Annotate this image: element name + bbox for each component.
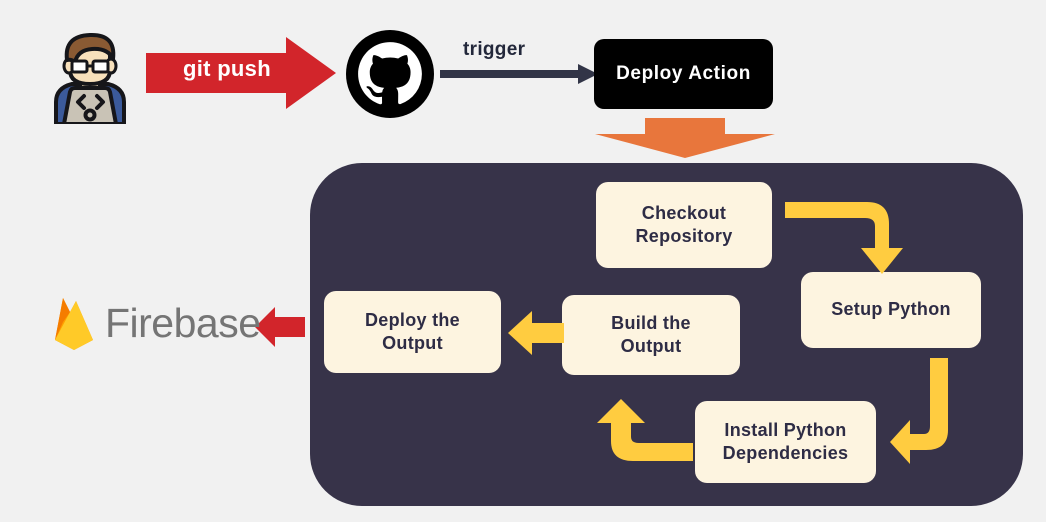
step-label-line1: Install Python — [724, 419, 847, 440]
install-to-build-arrow — [597, 393, 693, 465]
step-box-install-python-dependencies[interactable]: Install Python Dependencies — [695, 401, 876, 483]
github-octocat-icon — [346, 30, 434, 118]
step-label-line1: Build the — [611, 312, 691, 333]
firebase-flame-icon — [50, 296, 98, 352]
step-label-line2: Output — [620, 336, 682, 356]
step-box-setup-python[interactable]: Setup Python — [801, 272, 981, 348]
step-label-line1: Checkout — [641, 202, 727, 223]
deploy-action-down-arrow — [595, 118, 775, 158]
step-label-line2: Dependencies — [722, 443, 849, 463]
step-label-checkout: Checkout Repository — [635, 202, 732, 248]
step-label-line2: Output — [382, 333, 443, 353]
deploy-action-label: Deploy Action — [616, 63, 751, 84]
setup-to-install-arrow — [890, 358, 960, 466]
firebase-label: Firebase — [105, 300, 261, 346]
step-box-checkout-repository[interactable]: Checkout Repository — [596, 182, 772, 268]
build-to-deploy-arrow — [508, 311, 564, 355]
deploy-to-firebase-arrow — [255, 307, 305, 347]
step-label-setup: Setup Python — [831, 299, 951, 320]
step-label-line1: Deploy the — [364, 309, 460, 330]
checkout-to-setup-arrow — [785, 198, 905, 276]
step-label-line2: Repository — [635, 226, 733, 246]
git-push-label: git push — [183, 56, 271, 81]
deploy-action-box[interactable]: Deploy Action — [594, 39, 773, 109]
step-box-build-the-output[interactable]: Build the Output — [562, 295, 740, 375]
step-label-install: Install Python Dependencies — [723, 419, 849, 465]
trigger-label: trigger — [463, 39, 526, 60]
step-label-build: Build the Output — [611, 312, 691, 358]
developer-laptop-icon — [42, 26, 138, 126]
step-label-deploy: Deploy the Output — [365, 309, 460, 355]
git-push-arrow — [146, 37, 336, 109]
trigger-arrow — [440, 63, 600, 85]
step-box-deploy-the-output[interactable]: Deploy the Output — [324, 291, 501, 373]
